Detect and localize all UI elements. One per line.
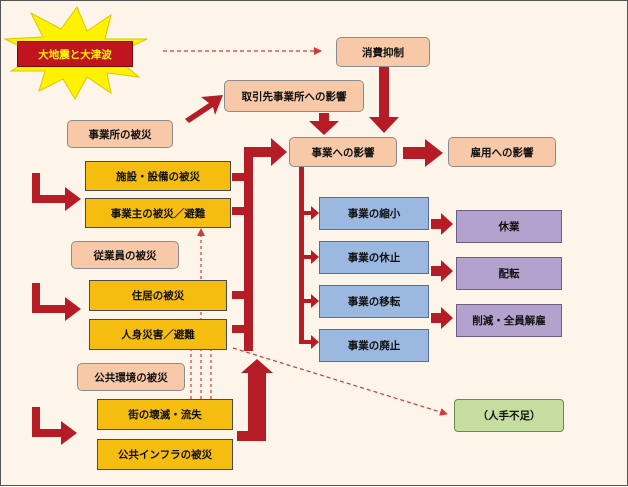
outcome-shrink: 事業の縮小 bbox=[319, 197, 429, 230]
collector-bracket bbox=[244, 147, 253, 351]
cause-injury-evacuation: 人身災害／避難 bbox=[89, 319, 227, 350]
arrow-consumption-to-business bbox=[369, 65, 399, 133]
branch-arrow-suspend bbox=[304, 250, 319, 264]
cause-housing-damage: 住居の被災 bbox=[89, 280, 227, 311]
entry-arrow-group-1 bbox=[32, 173, 81, 211]
business-impact-box: 事業への影響 bbox=[289, 137, 397, 167]
branch-arrow-shrink bbox=[304, 206, 319, 220]
entry-arrow-group-2 bbox=[32, 283, 81, 321]
cause-town-destruction: 街の壊滅・流失 bbox=[97, 399, 233, 430]
result-dismissal: 削減・全員解雇 bbox=[456, 304, 562, 337]
branch-arrow-relocate bbox=[304, 294, 319, 308]
arrow-to-partner bbox=[185, 95, 223, 123]
outcome-trunk bbox=[299, 166, 304, 344]
collector-stub-injury bbox=[232, 325, 246, 333]
consumption-box: 消費抑制 bbox=[336, 37, 430, 67]
collector-stub-owner bbox=[232, 207, 246, 215]
employment-impact-box: 雇用への影響 bbox=[448, 137, 556, 167]
partner-impact-box: 取引先事業所への影響 bbox=[224, 80, 364, 112]
origin-box: 大地震と大津波 bbox=[17, 41, 133, 67]
arrow-to-transfer bbox=[431, 260, 453, 282]
arrow-business-to-employment bbox=[403, 139, 443, 167]
outcome-close: 事業の廃止 bbox=[319, 329, 429, 362]
arrow-to-dismissal bbox=[431, 307, 453, 329]
collector-stub-facility bbox=[232, 173, 246, 181]
group-label-employee: 従業員の被災 bbox=[71, 241, 179, 269]
dashed-link-injury-shortage bbox=[232, 347, 448, 416]
collector-stub-housing bbox=[232, 291, 246, 299]
cause-infrastructure-damage: 公共インフラの被災 bbox=[97, 439, 233, 470]
arrow-infra-up bbox=[237, 359, 273, 441]
branch-arrow-close bbox=[304, 335, 319, 349]
cause-facility-damage: 施設・設備の被災 bbox=[85, 161, 231, 191]
cause-owner-evacuation: 事業主の被災／避難 bbox=[85, 198, 231, 228]
group-label-facility: 事業所の被災 bbox=[67, 120, 173, 148]
outcome-relocate: 事業の移転 bbox=[319, 285, 429, 318]
labor-shortage-box: （人手不足） bbox=[454, 399, 564, 432]
result-transfer: 配転 bbox=[456, 257, 562, 290]
arrow-to-leave bbox=[431, 213, 453, 235]
group-label-public: 公共環境の被災 bbox=[77, 363, 185, 391]
arrow-to-business-impact bbox=[246, 138, 287, 166]
outcome-suspend: 事業の休止 bbox=[319, 241, 429, 274]
result-leave: 休業 bbox=[456, 210, 562, 243]
arrow-partner-to-business bbox=[309, 113, 339, 135]
entry-arrow-group-3 bbox=[32, 407, 77, 445]
